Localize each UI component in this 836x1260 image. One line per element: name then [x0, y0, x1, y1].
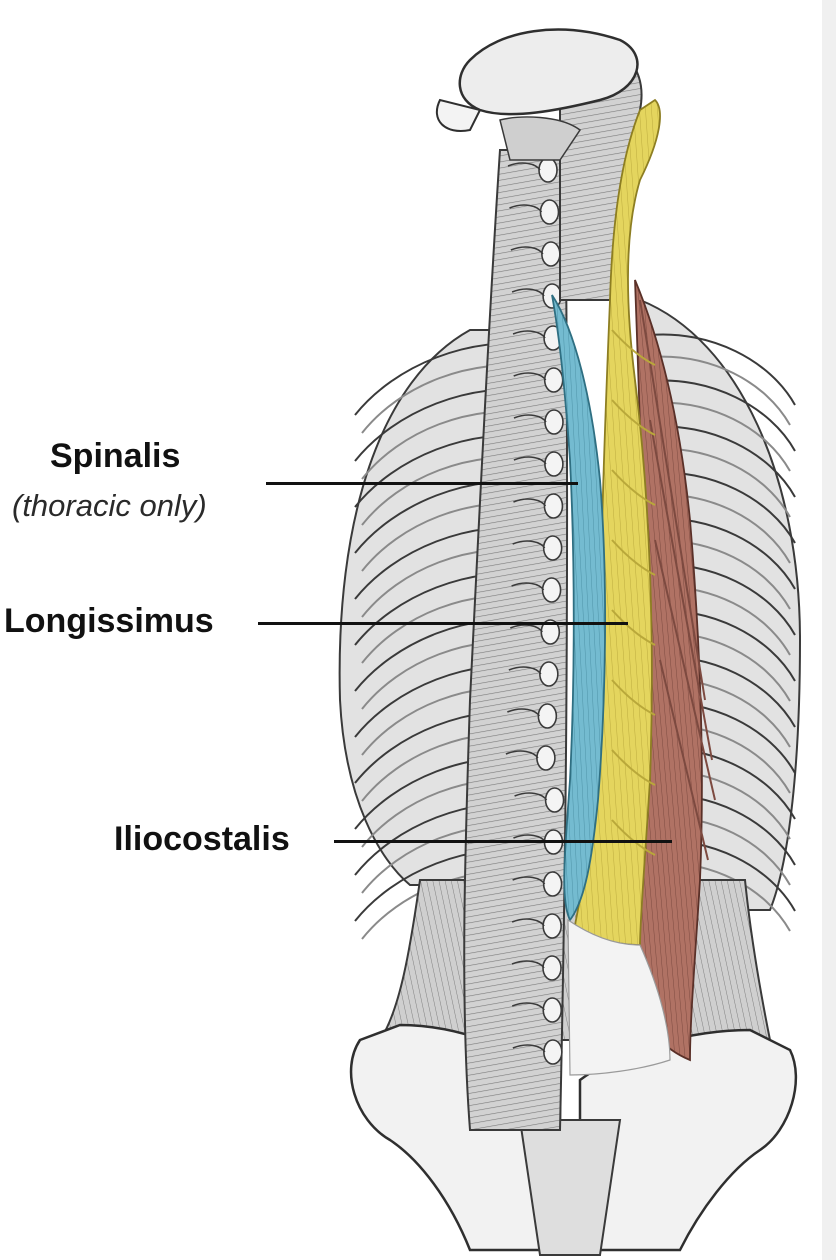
spinalis-leader-line — [266, 482, 578, 485]
longissimus-slip — [611, 609, 656, 646]
transverse-process — [511, 960, 545, 969]
vertebra — [543, 493, 564, 519]
transverse-process — [505, 750, 539, 759]
vertebra — [544, 787, 565, 813]
transverse-process — [513, 414, 547, 423]
rib-right — [649, 379, 796, 452]
vertebra — [542, 535, 563, 561]
transverse-process — [511, 288, 545, 297]
iliocostalis-slip — [639, 299, 706, 701]
longissimus-slip — [611, 329, 656, 366]
vertebra — [543, 1039, 563, 1065]
longissimus-label: Longissimus — [4, 602, 214, 640]
vertebra — [543, 367, 564, 393]
transverse-process — [508, 666, 542, 675]
transverse-process — [511, 1002, 545, 1011]
transverse-process — [513, 456, 547, 465]
rib-right — [649, 333, 796, 406]
transverse-process — [511, 582, 545, 591]
iliocostalis-slip — [649, 419, 713, 761]
longissimus-leader-line — [258, 622, 628, 625]
skull-base — [458, 28, 639, 116]
right-edge-strip — [822, 0, 836, 1260]
transverse-process — [509, 624, 543, 633]
transverse-process — [509, 204, 543, 213]
vertebra — [544, 451, 564, 477]
transverse-process — [512, 330, 546, 339]
transverse-process — [514, 792, 548, 801]
upper-neck-band — [499, 116, 582, 161]
transverse-process — [507, 708, 541, 717]
transverse-process — [512, 540, 546, 549]
longissimus-slip — [611, 679, 656, 716]
transverse-process — [510, 246, 544, 255]
transverse-process — [512, 1044, 546, 1053]
vertebra — [539, 199, 560, 225]
vertebra — [542, 997, 563, 1023]
vertebra — [538, 157, 558, 183]
spinalis-label: Spinalis — [50, 437, 181, 475]
vertebra — [542, 913, 562, 939]
iliocostalis-leader-line — [334, 840, 672, 843]
vertebra — [536, 745, 556, 771]
transverse-process — [512, 876, 546, 885]
longissimus-slip — [611, 539, 656, 576]
vertebra — [540, 619, 561, 645]
vertebra — [541, 577, 562, 603]
longissimus-slip — [611, 749, 656, 786]
transverse-process — [513, 372, 547, 381]
vertebra — [544, 409, 564, 435]
longissimus-slip — [611, 819, 656, 856]
lumbar-aponeurosis — [567, 918, 671, 1076]
longissimus-slip — [611, 469, 656, 506]
transverse-process — [507, 162, 541, 171]
iliocostalis-label: Iliocostalis — [114, 820, 290, 858]
vertebra — [539, 661, 559, 687]
vertebral-column — [463, 149, 569, 1131]
mastoid-process — [435, 98, 482, 132]
vertebra — [541, 241, 561, 267]
vertebra — [542, 871, 563, 897]
vertebra — [537, 703, 558, 729]
spinalis-note: (thoracic only) — [12, 488, 207, 523]
transverse-process — [513, 498, 547, 507]
iliocostalis-slip — [659, 659, 709, 861]
vertebra — [542, 955, 562, 981]
rib-right-edge — [649, 355, 791, 426]
spinalis-muscle — [551, 294, 606, 922]
longissimus-slip — [611, 399, 656, 436]
transverse-process — [511, 918, 545, 927]
iliocostalis-slip — [654, 539, 716, 801]
